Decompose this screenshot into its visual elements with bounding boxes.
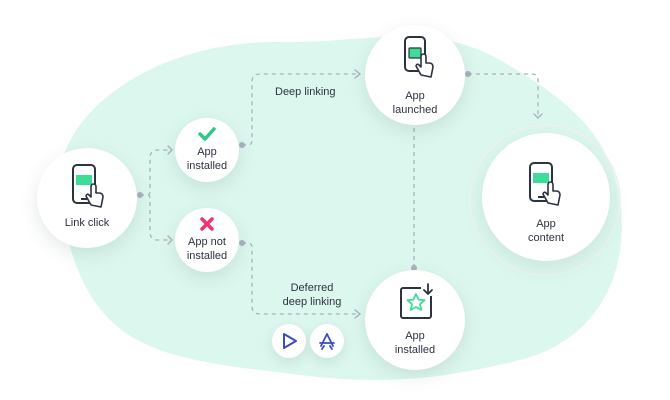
node-app-launched-label: App launched — [392, 90, 438, 116]
node-app-not-installed-label: App not installed — [186, 236, 228, 262]
node-app-installed-deferred-label: App installed — [394, 330, 436, 356]
edge-deferred — [242, 242, 360, 315]
app-store-icon — [319, 333, 335, 350]
check-icon — [198, 127, 216, 141]
store-badge-play — [272, 324, 306, 358]
edge-link-to-not-installed — [140, 194, 172, 241]
phone-tap-icon — [404, 36, 434, 78]
node-app-content: App content — [482, 133, 610, 261]
node-app-installed-deferred: App installed — [365, 270, 465, 370]
node-link-click-label: Link click — [64, 217, 110, 229]
node-link-click: Link click — [37, 148, 137, 248]
edge-deep-linking — [242, 73, 360, 146]
phone-tap-icon — [72, 164, 104, 208]
cross-icon — [200, 217, 214, 231]
node-app-launched: App launched — [365, 25, 465, 125]
edge-link-to-installed — [140, 149, 172, 196]
node-app-installed-label: App installed — [186, 146, 228, 172]
play-store-icon — [283, 333, 297, 349]
node-app-installed: App installed — [175, 118, 239, 182]
edge-label-deep-linking: Deep linking — [275, 86, 336, 98]
edge-launched-to-content — [468, 73, 539, 118]
edge-label-deferred-deep-linking: Deferred deep linking — [282, 282, 342, 308]
phone-tap-icon — [529, 162, 561, 206]
node-app-not-installed: App not installed — [175, 208, 239, 272]
store-badge-apple — [310, 324, 344, 358]
app-download-star-icon — [400, 282, 435, 319]
node-app-content-label: App content — [527, 218, 565, 244]
